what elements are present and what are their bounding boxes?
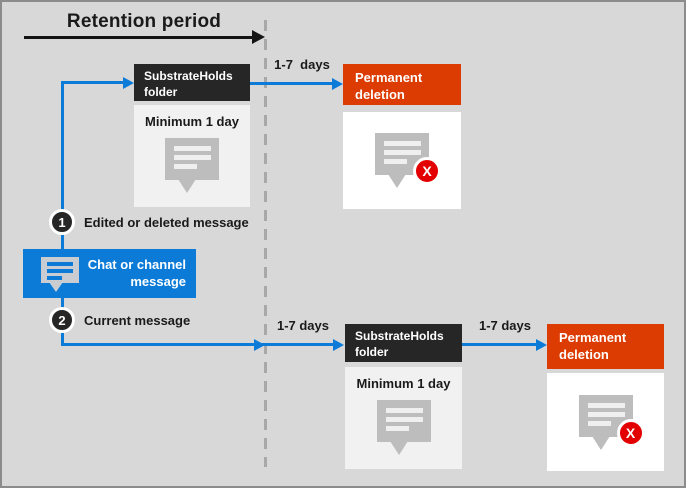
connector-row1-to-deletion [250,82,333,85]
timeline-arrowhead-icon [252,30,265,44]
row1-minimum-icon-wrap [165,138,219,193]
connector-row2-to-deletion [462,343,538,346]
row1-duration-label: 1-7 days [274,57,330,72]
chat-or-channel-message-box: Chat or channel message [23,249,196,298]
row2-minimum-label: Minimum 1 day [356,376,451,391]
arrowhead-icon [123,76,134,89]
message-icon [165,138,219,193]
arrowhead-icon [536,338,547,351]
step-2-label: Current message [84,313,191,328]
step-1-badge: 1 [49,209,75,235]
message-icon [376,400,431,455]
connector-vertical-top [61,81,64,249]
row1-permanent-deletion-box: Permanent deletion [343,64,461,105]
row2-minimum-box: Minimum 1 day [345,367,462,469]
row2-deleted-message-card: X [547,373,664,471]
row2-permanent-deletion-box: Permanent deletion [547,324,664,369]
delete-x-icon: X [413,157,441,185]
row1-substrateholds-folder-box: SubstrateHolds folder [134,64,250,101]
row1-minimum-box: Minimum 1 day [134,105,250,207]
chat-box-label: Chat or channel message [87,257,186,289]
step-2-badge: 2 [49,307,75,333]
chat-message-icon [41,257,79,292]
arrowhead-icon [254,338,265,351]
step-1-label: Edited or deleted message [84,215,249,230]
row2-duration-in-label: 1-7 days [276,318,330,333]
timeline-arrow-shaft [24,36,252,39]
connector-row2-to-folder [61,343,334,346]
row2-substrateholds-folder-box: SubstrateHolds folder [345,324,462,362]
row2-minimum-icon-wrap [376,400,431,455]
delete-x-icon: X [616,419,645,447]
retention-boundary-dashed-line [264,20,267,467]
row1-deleted-message-card: X [343,112,461,209]
row2-duration-out-label: 1-7 days [478,318,532,333]
row1-minimum-label: Minimum 1 day [145,114,239,129]
connector-row1-to-folder [61,81,124,84]
message-icon [375,133,429,188]
arrowhead-icon [332,77,343,90]
diagram-title: Retention period [66,11,222,32]
arrowhead-icon [333,338,344,351]
